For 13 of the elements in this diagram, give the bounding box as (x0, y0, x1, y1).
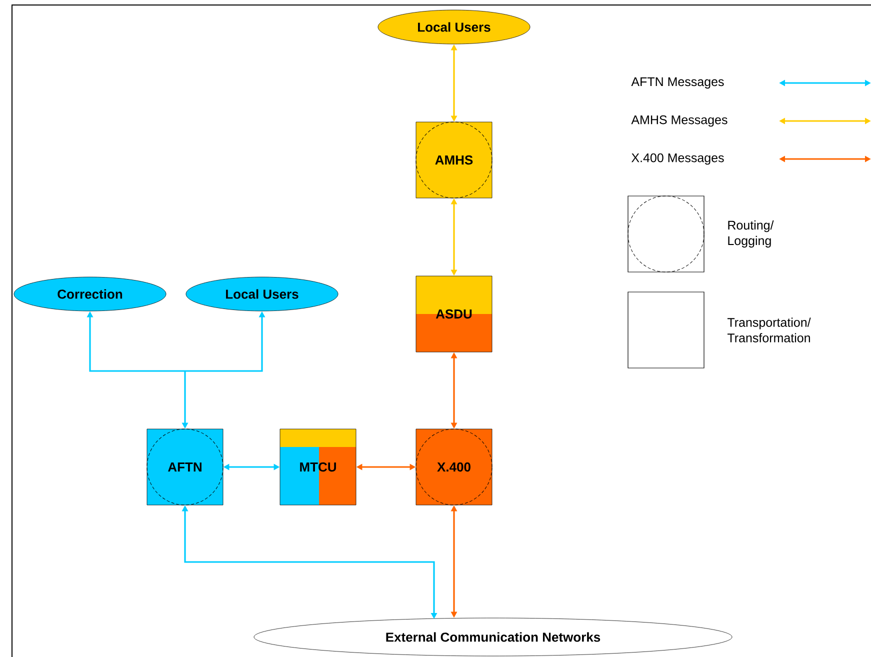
routing-box: AFTN (146, 428, 224, 506)
process-box: ASDU (416, 276, 492, 352)
legend-text: Routing/ Logging (728, 220, 774, 248)
routing-box: X.400 (416, 428, 492, 506)
legend-text: Transportation/ Transformation (728, 318, 811, 342)
legend-text: X.400 Messages (631, 153, 724, 165)
oval-node: Correction (14, 276, 166, 312)
routing-box: AMHS (416, 122, 492, 198)
legend-text: AMHS Messages (631, 115, 728, 127)
oval-node: Local Users (186, 276, 338, 312)
oval-node: Local Users (378, 10, 530, 44)
oval-node: External Communication Networks (254, 618, 732, 656)
legend-text: AFTN Messages (631, 77, 724, 89)
